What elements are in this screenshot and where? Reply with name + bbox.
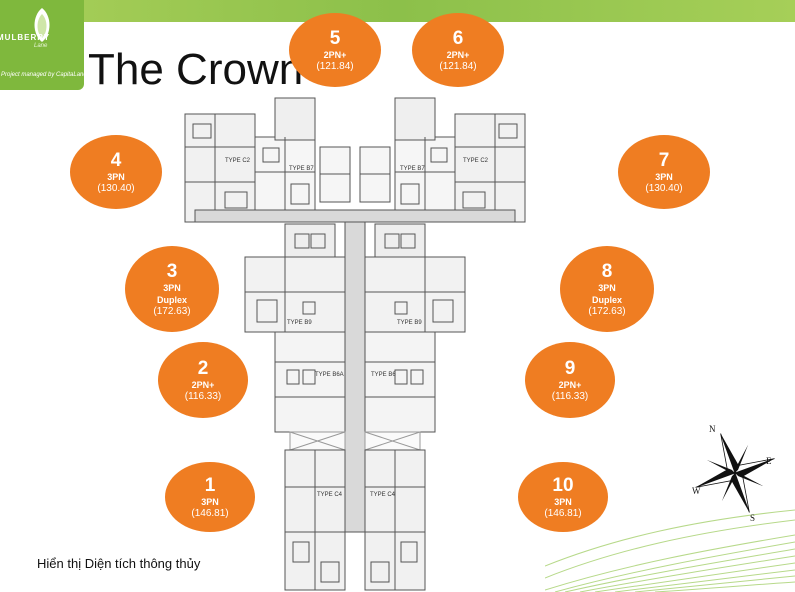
plan-label-c4-right: TYPE C4 bbox=[370, 492, 396, 498]
unit-subtype: Duplex bbox=[156, 294, 187, 305]
footnote: Hiển thị Diện tích thông thủy bbox=[37, 556, 201, 571]
plan-label-b6a: TYPE B6A bbox=[315, 372, 344, 378]
compass-north: N bbox=[709, 424, 716, 434]
unit-number: 4 bbox=[110, 149, 122, 171]
unit-bubble-4: 4 3PN (130.40) bbox=[70, 135, 162, 209]
mulberry-logo-icon bbox=[34, 8, 50, 42]
unit-area: (172.63) bbox=[153, 305, 191, 317]
unit-number: 3 bbox=[166, 260, 178, 282]
unit-subtype: Duplex bbox=[591, 294, 622, 305]
upper-wing-left bbox=[184, 97, 351, 223]
upper-corridor bbox=[194, 209, 516, 223]
unit-area: (146.81) bbox=[544, 507, 582, 519]
lower-wing-c4 bbox=[284, 449, 426, 591]
unit-bubble-2: 2 2PN+ (116.33) bbox=[158, 342, 248, 418]
unit-type: 3PN bbox=[107, 171, 125, 182]
middle-wing-b6 bbox=[274, 331, 436, 433]
page-title: The Crown bbox=[88, 45, 304, 94]
upper-wing-right bbox=[359, 97, 526, 223]
unit-area: (121.84) bbox=[316, 60, 354, 72]
unit-bubble-6: 6 2PN+ (121.84) bbox=[412, 13, 504, 87]
unit-number: 7 bbox=[658, 149, 670, 171]
unit-type: 3PN bbox=[655, 171, 673, 182]
unit-area: (172.63) bbox=[588, 305, 626, 317]
unit-area: (130.40) bbox=[645, 182, 683, 194]
unit-number: 10 bbox=[552, 474, 574, 496]
plan-label-b7-left: TYPE B7 bbox=[289, 166, 314, 172]
unit-area: (130.40) bbox=[97, 182, 135, 194]
compass-east: E bbox=[766, 456, 772, 466]
unit-bubble-8: 8 3PN Duplex (172.63) bbox=[560, 246, 654, 332]
logo-tagline: Project managed by CapitaLand bbox=[1, 72, 87, 78]
middle-wing-b9 bbox=[244, 256, 466, 333]
unit-type: 2PN+ bbox=[191, 379, 215, 390]
plan-label-b7-right: TYPE B7 bbox=[400, 166, 425, 172]
unit-number: 9 bbox=[564, 357, 576, 379]
compass-south: S bbox=[750, 513, 755, 523]
plan-label-c2-right: TYPE C2 bbox=[463, 158, 489, 164]
unit-type: 3PN bbox=[598, 282, 616, 293]
plan-label-c4-left: TYPE C4 bbox=[317, 492, 343, 498]
unit-number: 5 bbox=[329, 27, 341, 49]
unit-bubble-3: 3 3PN Duplex (172.63) bbox=[125, 246, 219, 332]
unit-number: 1 bbox=[204, 474, 216, 496]
plan-label-b9-right: TYPE B9 bbox=[397, 320, 422, 326]
header-bar bbox=[0, 0, 795, 22]
unit-type: 2PN+ bbox=[446, 49, 470, 60]
plan-label-b9-left: TYPE B9 bbox=[287, 320, 312, 326]
compass-west: W bbox=[692, 486, 701, 496]
compass-rose-icon: N E S W bbox=[692, 424, 775, 523]
unit-bubble-1: 1 3PN (146.81) bbox=[165, 462, 255, 532]
unit-number: 8 bbox=[601, 260, 613, 282]
unit-bubble-9: 9 2PN+ (116.33) bbox=[525, 342, 615, 418]
unit-area: (121.84) bbox=[439, 60, 477, 72]
unit-bubble-5: 5 2PN+ (121.84) bbox=[289, 13, 381, 87]
plan-label-c2-left: TYPE C2 bbox=[225, 158, 251, 164]
unit-type: 2PN+ bbox=[323, 49, 347, 60]
decorative-waves bbox=[545, 509, 795, 592]
floor-plan: TYPE B7 TYPE C2 TYPE B7 TYPE C2 TYPE B9 … bbox=[184, 97, 526, 591]
unit-bubble-7: 7 3PN (130.40) bbox=[618, 135, 710, 209]
unit-type: 3PN bbox=[163, 282, 181, 293]
unit-type: 3PN bbox=[554, 496, 572, 507]
unit-bubble-10: 10 3PN (146.81) bbox=[518, 462, 608, 532]
unit-area: (116.33) bbox=[551, 390, 589, 402]
unit-type: 2PN+ bbox=[558, 379, 582, 390]
plan-label-b6: TYPE B6 bbox=[371, 372, 396, 378]
unit-area: (146.81) bbox=[191, 507, 229, 519]
unit-number: 6 bbox=[452, 27, 464, 49]
unit-type: 3PN bbox=[201, 496, 219, 507]
logo-brand-sub: Lane bbox=[34, 43, 48, 49]
unit-area: (116.33) bbox=[184, 390, 222, 402]
logo-brand: MULBERRY bbox=[0, 33, 51, 42]
mulberry-logo: MULBERRY Lane Project managed by CapitaL… bbox=[0, 0, 87, 90]
unit-number: 2 bbox=[197, 357, 209, 379]
